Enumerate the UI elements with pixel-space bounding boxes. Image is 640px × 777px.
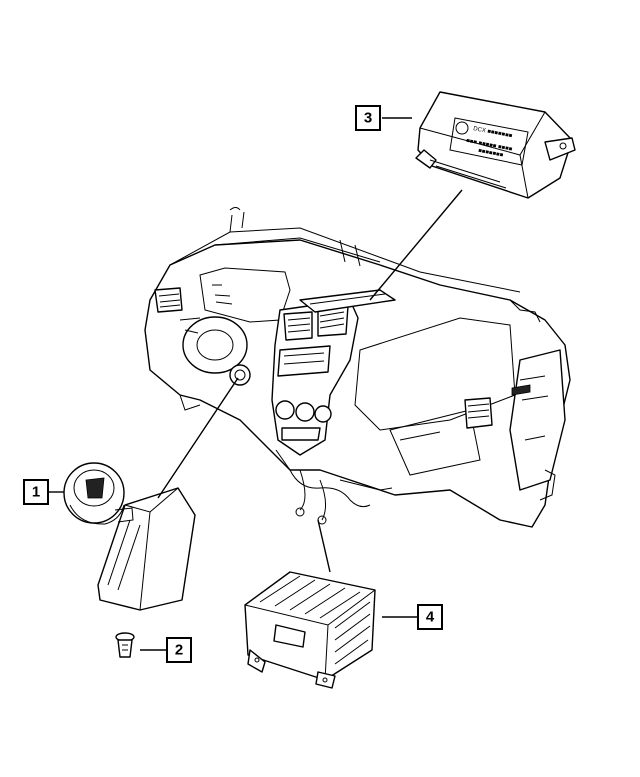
callout-4: 4 [417,604,443,630]
callout-4-number: 4 [426,609,435,626]
push-pin-part-2 [115,632,135,658]
module-label-line3: ■■■■■■■ [478,148,504,159]
amplifier-part-4 [244,571,376,689]
leader-line-1b [157,377,239,499]
leader-line-3b [369,189,463,301]
instrument-panel [144,207,571,528]
callout-3: 3 [355,105,381,131]
callout-1-number: 1 [32,484,40,501]
callout-3-number: 3 [364,110,372,127]
callout-2-number: 2 [175,642,183,659]
leader-line-4b [317,519,331,573]
ring-module-part-1 [63,462,196,611]
module-part-3: DCX ■■■■■■■ ■■■ ■■■■■ ■■■■ ■■■■■■■ [415,91,576,199]
callout-2: 2 [166,637,192,663]
callout-1: 1 [23,479,49,505]
